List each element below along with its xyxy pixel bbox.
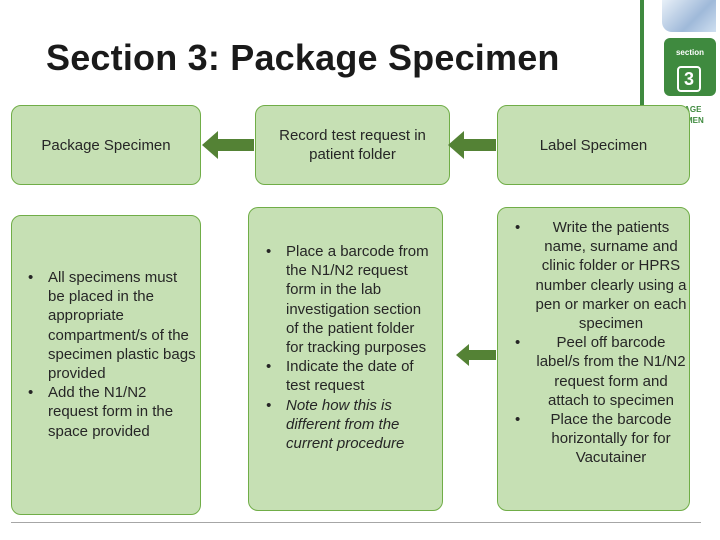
- step-record-test-request-label: Record test request in patient folder: [279, 127, 426, 163]
- step-package-specimen: Package Specimen: [11, 105, 201, 185]
- arrow-left-icon: [456, 344, 496, 366]
- step-record-test-request: Record test request in patient folder: [255, 105, 450, 185]
- page-title: Section 3: Package Specimen: [46, 37, 560, 78]
- step-label-specimen-label: Label Specimen: [539, 136, 648, 154]
- footer-divider: [11, 522, 701, 523]
- badge-section-label: section: [675, 48, 704, 57]
- step-package-specimen-label: Package Specimen: [41, 136, 171, 154]
- step-label-specimen: Label Specimen: [497, 105, 690, 185]
- badge-section-number: 3: [677, 66, 701, 92]
- label-specimen-details: Write the patients name, surname and cli…: [497, 207, 690, 511]
- arrow-left-icon: [202, 131, 254, 159]
- list-item: Peel off barcode label/s from the N1/N2 …: [515, 333, 687, 410]
- list-item: Indicate the date of test request: [266, 357, 436, 395]
- list-item: Write the patients name, surname and cli…: [515, 218, 687, 333]
- arrow-left-icon: [448, 131, 496, 159]
- package-specimen-details: All specimens must be placed in the appr…: [11, 215, 201, 515]
- list-item: Add the N1/N2 request form in the space …: [28, 383, 198, 441]
- list-item: Place the barcode horizontally for for V…: [515, 410, 687, 468]
- list-item: All specimens must be placed in the appr…: [28, 268, 198, 383]
- badge-specimen-image: [662, 0, 716, 32]
- list-item-note: Note how this is different from the curr…: [266, 396, 436, 454]
- record-test-request-details: Place a barcode from the N1/N2 request f…: [248, 207, 443, 511]
- list-item: Place a barcode from the N1/N2 request f…: [266, 242, 436, 357]
